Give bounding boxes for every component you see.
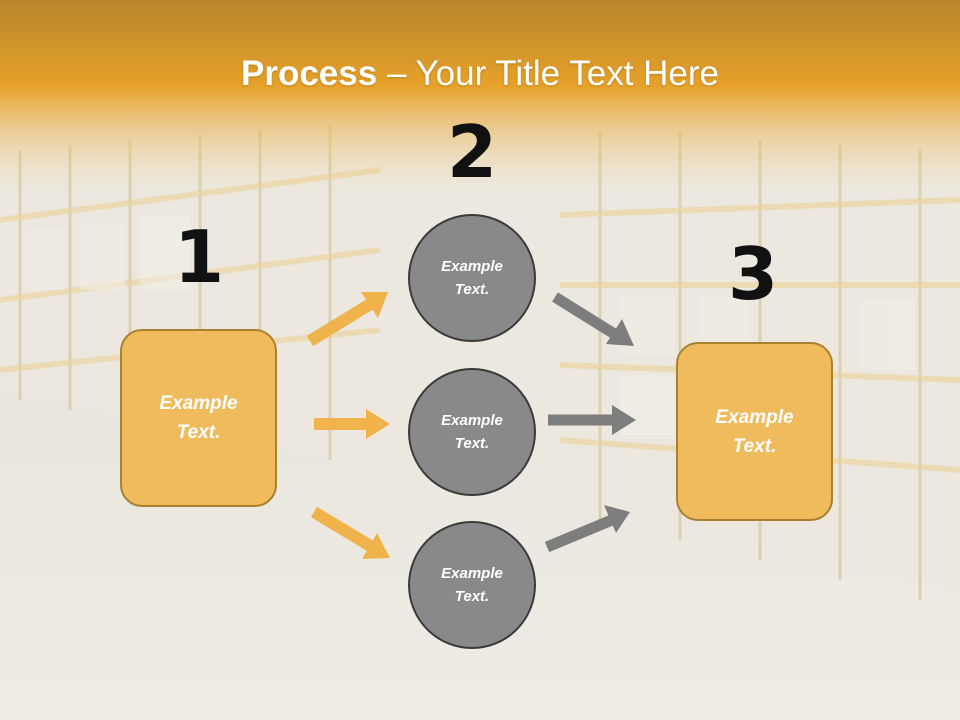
arrow-in-bottom xyxy=(310,506,390,559)
middle-node-bottom-text: Example Text. xyxy=(441,565,503,605)
arrow-out-bottom xyxy=(544,505,630,553)
step-1-box: Example Text. xyxy=(120,329,277,507)
middle-node-center-text: Example Text. xyxy=(441,412,503,452)
step-3-text: Example Text. xyxy=(715,406,794,457)
step-number-3: 3 xyxy=(727,232,779,316)
arrow-in-top xyxy=(306,292,388,347)
title-rest-text: – Your Title Text Here xyxy=(377,54,719,93)
arrow-in-middle xyxy=(314,409,390,439)
slide-title: Process – Your Title Text Here xyxy=(0,52,960,96)
middle-node-top: Example Text. xyxy=(408,214,536,342)
title-bold-text: Process xyxy=(241,54,378,93)
middle-node-top-text: Example Text. xyxy=(441,258,503,298)
middle-node-bottom: Example Text. xyxy=(408,521,536,649)
step-3-box: Example Text. xyxy=(676,342,833,521)
step-number-2: 2 xyxy=(446,110,498,194)
arrow-out-middle xyxy=(548,405,636,435)
step-1-text: Example Text. xyxy=(159,393,238,443)
step-number-1: 1 xyxy=(173,215,225,299)
middle-node-center: Example Text. xyxy=(408,368,536,496)
arrow-out-top xyxy=(552,292,634,346)
